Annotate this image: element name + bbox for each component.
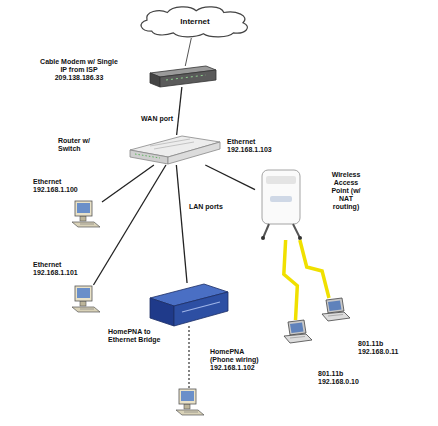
network-cable [93,165,165,285]
laptop-box: 801.11b 192.168.0.10 [280,320,314,344]
illustration-part [135,154,160,158]
pc-box: HomePNA (Phone wiring) 192.168.1.102 [172,388,206,416]
network-cable [205,165,255,190]
network-cable [177,87,182,135]
link-label: Ethernet 192.168.1.103 [226,138,278,154]
cable-modem [150,66,216,87]
cable-modem-box: Cable Modem w/ Single IP from ISP 209.13… [150,66,216,87]
illustration-part [266,176,296,184]
device-label: Ethernet 192.168.1.101 [33,261,91,277]
device-label: Ethernet 192.168.1.100 [33,178,91,194]
illustration-part [154,142,194,149]
illustration-part [150,139,190,146]
laptop-icon [322,298,350,321]
device-label: Cable Modem w/ Single IP from ISP 209.13… [38,58,120,82]
device-label: 801.11b 192.168.0.11 [358,340,408,356]
laptop-box: 801.11b 192.168.0.11 [318,298,352,322]
network-cable [102,165,154,202]
illustration-part [293,224,300,238]
device-label: HomePNA to Ethernet Bridge [108,328,178,344]
network-cable [188,326,189,388]
illustration-part [160,70,216,87]
pc-box: Ethernet 192.168.1.100 [68,200,102,228]
illustration-part [298,236,302,240]
pc-icon [176,389,204,415]
illustration-part [150,298,174,326]
router-switch [130,136,220,164]
illustration-part [166,75,206,80]
pc-box: Ethernet 192.168.1.101 [68,285,102,313]
network-cable [176,165,187,283]
illustration-part [130,150,168,164]
wireless-link [284,240,297,320]
bridge-box: HomePNA to Ethernet Bridge [150,283,228,326]
illustration-part [270,196,292,202]
port-label: LAN ports [188,203,230,211]
network-cable [185,38,191,66]
illustration-part [261,236,265,240]
illustration-part [150,73,160,87]
device-label: Internet [135,17,255,26]
wireless-access-point [261,170,302,240]
homepna-bridge [150,284,228,326]
illustration-part [182,302,220,312]
pc-icon [72,201,100,227]
illustration-part [262,170,300,224]
device-label: 801.11b 192.168.0.10 [318,370,368,386]
pc-icon [72,286,100,312]
device-label: Router w/ Switch [58,137,98,153]
link-label: WAN port [132,115,174,123]
access-point-box: Wireless Access Point (w/ NAT routing) [255,165,307,240]
router-box: Router w/ Switch [130,135,220,165]
illustration-part [263,224,269,238]
wireless-link [300,240,329,298]
internet-cloud: Internet [135,4,255,38]
device-label: Wireless Access Point (w/ NAT routing) [327,171,365,211]
laptop-icon [284,320,312,343]
illustration-part [174,292,228,326]
device-label: HomePNA (Phone wiring) 192.168.1.102 [210,348,264,372]
